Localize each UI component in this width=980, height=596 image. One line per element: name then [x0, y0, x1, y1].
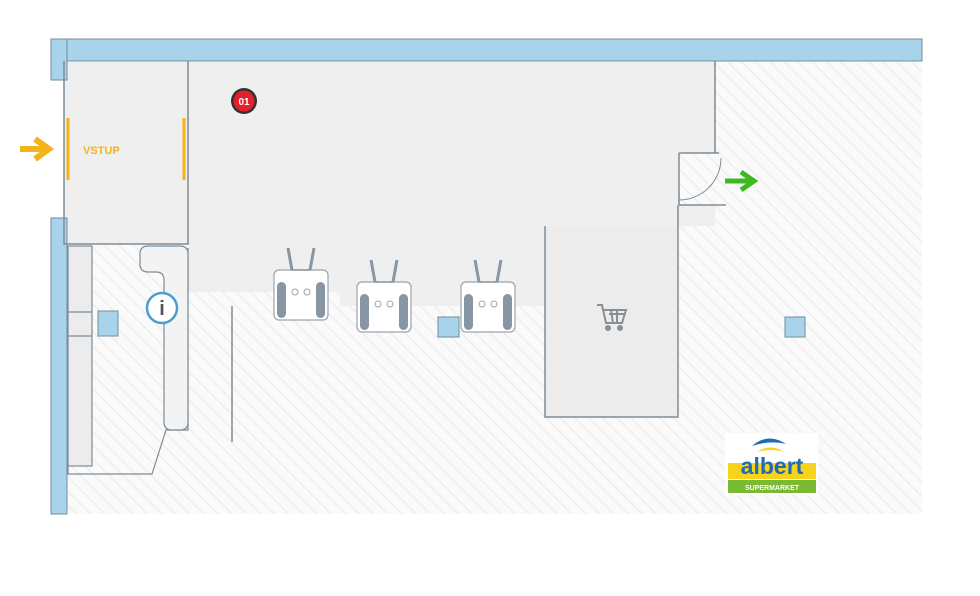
circulation-area: [64, 62, 715, 417]
exit-arrow-icon: [725, 169, 759, 193]
entrance-vestibule: [63, 61, 189, 245]
walls: [50, 38, 923, 515]
albert-logo-text: albert: [741, 453, 804, 479]
turnstile-gates: [273, 247, 516, 333]
info-counter: [67, 245, 189, 475]
turnstile-icon: [356, 259, 412, 333]
point-marker-label: 01: [238, 97, 250, 108]
info-icon[interactable]: i: [145, 291, 179, 325]
albert-logo: albert SUPERMARKET: [725, 433, 818, 495]
structural-columns: [97, 310, 806, 338]
partition-walls: [231, 61, 726, 442]
albert-logo-tagline: SUPERMARKET: [745, 485, 800, 492]
entrance-label: VSTUP: [83, 145, 120, 157]
point-marker-01[interactable]: 01: [231, 88, 257, 114]
info-symbol: i: [159, 298, 165, 320]
turnstile-icon: [460, 259, 516, 333]
entrance-arrow-icon: [20, 136, 55, 162]
turnstile-icon: [273, 247, 329, 321]
shopping-cart-icon: [597, 304, 628, 331]
